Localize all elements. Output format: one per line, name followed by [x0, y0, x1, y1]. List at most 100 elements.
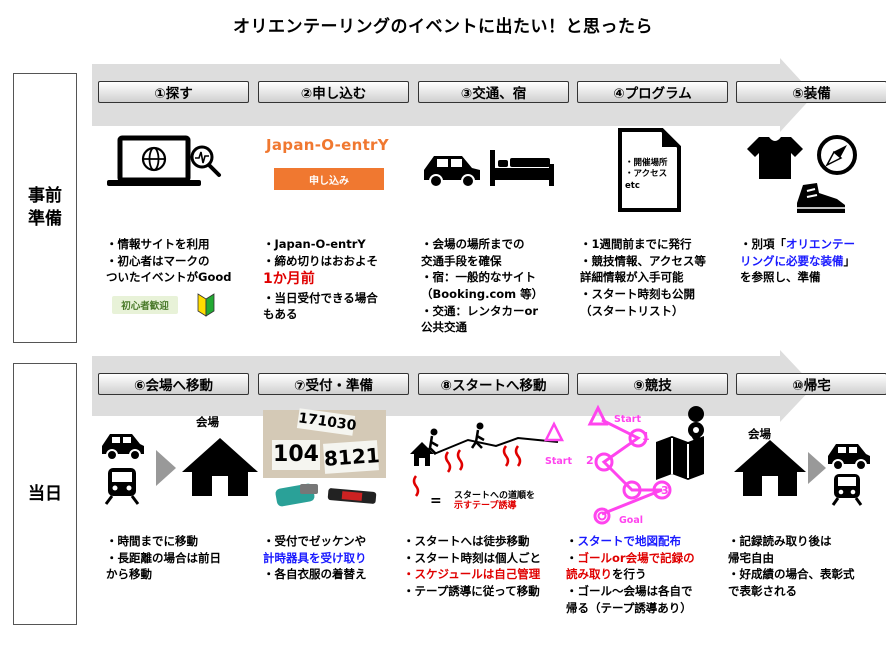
- desc-text: 」: [843, 253, 856, 268]
- step-3-desc: ・会場の場所までの 交通手段を確保 ・宿：一般的なサイト （Booking.co…: [421, 236, 581, 336]
- step-5-desc: ・別項「オリエンテー リングに必要な装備」 を参照し、準備: [740, 236, 880, 286]
- arrow-right-icon: [808, 452, 826, 484]
- step-4-header: ④プログラム: [577, 81, 728, 103]
- desc-line: ・記録読み取り後は: [728, 534, 832, 548]
- desc-line: 読み取りを行う: [566, 566, 726, 583]
- desc-line: ・スタートで地図配布: [566, 533, 726, 550]
- control-1-label: 1: [642, 430, 650, 443]
- step-7-header: ⑦受付・準備: [258, 373, 409, 395]
- desc-text: ・: [566, 550, 578, 565]
- step-8-desc: ・スタートへは徒歩移動 ・スタート時刻は個人ごと ・スケジュールは自己管理 ・テ…: [403, 533, 563, 600]
- legend-equals: =: [430, 493, 442, 509]
- desc-line: ・当日受付できる場合: [263, 290, 378, 305]
- desc-line: ・時間までに移動: [106, 534, 198, 548]
- desc-text: を行う: [612, 567, 647, 582]
- desc-highlight: ゴールor会場で記録の: [577, 550, 695, 565]
- desc-line: ・長距離の場合は前日: [106, 550, 221, 565]
- desc-line: ・競技情報、アクセス等: [580, 253, 706, 268]
- deadline-highlight: 1か月前: [263, 271, 315, 288]
- course-map-icon: [587, 404, 705, 525]
- step-10-header: ⑩帰宅: [736, 373, 886, 395]
- step-7-desc: ・受付でゼッケンや 計時器具を受け取り ・各自衣服の着替え: [263, 533, 423, 583]
- beginner-mark-icon: [197, 293, 215, 317]
- car-icon: [102, 434, 144, 461]
- venue-label: 会場: [196, 415, 219, 429]
- desc-line: ・別項「オリエンテー: [740, 236, 880, 253]
- desc-line: で表彰される: [728, 584, 797, 599]
- desc-text: ・: [566, 534, 578, 548]
- desc-line: 詳細情報が入手可能: [580, 270, 684, 285]
- equipment-link[interactable]: オリエンテー: [786, 237, 855, 251]
- step-8-header: ⑧スタートへ移動: [418, 373, 569, 395]
- walker-icon-1: [424, 428, 439, 455]
- desc-line: ・情報サイトを利用: [106, 237, 210, 251]
- desc-highlight: 読み取り: [566, 567, 612, 582]
- start-label: Start: [545, 456, 573, 467]
- house-small-icon: [410, 442, 434, 466]
- walker-icon-2: [470, 422, 485, 449]
- desc-line: ・スタート時刻も公開: [580, 287, 695, 302]
- return-home-icon: [734, 440, 870, 506]
- desc-line: 帰る（テープ誘導あり）: [566, 600, 692, 615]
- page-title: オリエンテーリングのイベントに出たい！と思ったら: [233, 17, 653, 37]
- desc-line: ・テープ誘導に従って移動: [403, 584, 540, 599]
- goal-label: Goal: [619, 515, 643, 526]
- desc-line: ・宿：一般的なサイト: [421, 270, 536, 285]
- desc-line: ・交通：レンタカーor: [421, 303, 539, 318]
- section-day-text: 当日: [28, 483, 62, 504]
- arrow-right-icon: [156, 450, 176, 486]
- step-3-header: ③交通、宿: [418, 81, 569, 103]
- beginner-badge: 初心者歓迎: [112, 296, 178, 314]
- control-2-label: 2: [586, 454, 594, 467]
- venue-label-return: 会場: [748, 427, 771, 441]
- desc-line: 交通手段を確保: [421, 253, 502, 268]
- tape-legend-line-1: スタートへの道順を: [454, 491, 536, 501]
- equipment-link-cont[interactable]: リングに必要な装備: [740, 253, 844, 268]
- desc-line: ついたイベントがGood: [106, 270, 232, 285]
- desc-line: ・会場の場所までの: [421, 237, 525, 251]
- section-prep-label: 事前 準備: [13, 73, 77, 343]
- step-4-desc: ・1週間前までに発行 ・競技情報、アクセス等 詳細情報が入手可能 ・スタート時刻…: [580, 236, 740, 319]
- car-icon: [828, 444, 870, 471]
- walk-to-start-icon: [410, 421, 565, 497]
- desc-line: （スタートリスト）: [580, 303, 684, 318]
- desc-line: ・ゴール～会場は各自で: [566, 584, 693, 599]
- jpoe-logo: Japan-O-entrY: [266, 136, 389, 154]
- shirt-icon: [747, 137, 803, 179]
- desc-line: もある: [263, 307, 298, 322]
- step-1-desc: ・情報サイトを利用 ・初心者はマークの ついたイベントがGood: [106, 236, 266, 286]
- step-2-desc: ・Japan-O-entrY ・締め切りはおおよそ 1か月前 ・当日受付できる場…: [263, 236, 423, 323]
- desc-line: （Booking.com 等）: [421, 287, 544, 302]
- desc-line: ・締め切りはおおよそ: [263, 253, 378, 268]
- start-triangle-icon: [543, 421, 565, 442]
- desc-highlight: ・スケジュールは自己管理: [403, 567, 541, 582]
- shoe-icon: [797, 183, 845, 213]
- desc-line: を参照し、準備: [740, 270, 821, 285]
- desc-text: ・別項「: [740, 237, 786, 251]
- desc-line: ・初心者はマークの: [106, 253, 210, 268]
- folded-map-icon: [656, 406, 705, 480]
- desc-line: 帰宅自由: [728, 550, 774, 565]
- step-9-header: ⑨競技: [577, 373, 728, 395]
- travel-to-venue-icon: [102, 434, 258, 505]
- desc-line: ・各自衣服の着替え: [263, 567, 367, 582]
- section-prep-text: 事前 準備: [28, 186, 62, 229]
- step-5-header: ⑤装備: [736, 81, 886, 103]
- step-10-desc: ・記録読み取り後は 帰宅自由 ・好成績の場合、表彰式 で表彰される: [728, 533, 878, 600]
- doc-line-2: ・アクセス: [625, 169, 668, 180]
- train-icon: [104, 468, 140, 505]
- section-day-label: 当日: [13, 363, 77, 625]
- desc-line: ・スタートへは徒歩移動: [403, 534, 530, 548]
- step-6-desc: ・時間までに移動 ・長距離の場合は前日 から移動: [106, 533, 266, 583]
- desc-line: リングに必要な装備」: [740, 253, 880, 270]
- desc-highlight: スタートで地図配布: [577, 534, 682, 548]
- jpoe-apply-button: 申し込み: [274, 168, 384, 190]
- laptop-search-icon: [107, 135, 221, 186]
- desc-line: 公共交通: [421, 320, 467, 335]
- desc-line: ・スタート時刻は個人ごと: [403, 550, 541, 565]
- house-icon: [182, 438, 258, 496]
- desc-highlight: 計時器具を受け取り: [263, 550, 367, 565]
- document-text: ・開催場所 ・アクセス etc: [625, 158, 668, 192]
- bib-number-right: 8121: [323, 440, 380, 474]
- course-start-label: Start: [614, 414, 642, 425]
